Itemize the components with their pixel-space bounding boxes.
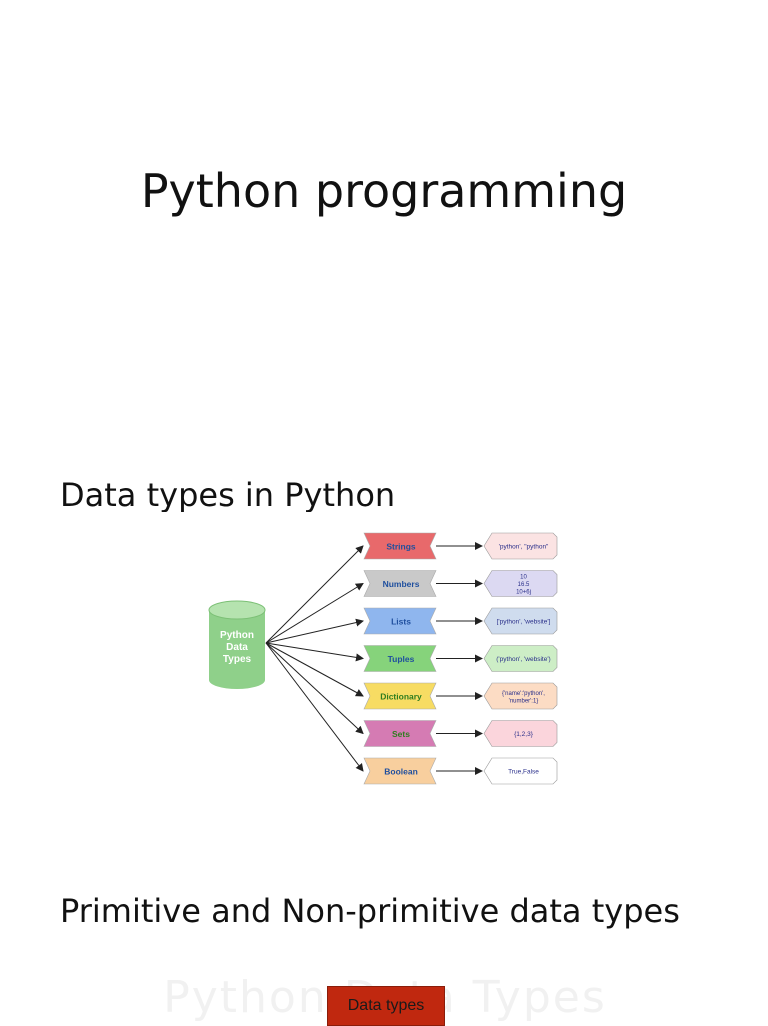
type-label-shape bbox=[363, 607, 437, 635]
root-label-line: Data bbox=[226, 642, 248, 653]
example-text: 'number':1} bbox=[509, 698, 539, 704]
example-text: {'name':'python', bbox=[502, 691, 545, 697]
example-shape bbox=[483, 720, 558, 747]
data-type-tuples: Tuples ('python', 'website') bbox=[265, 642, 558, 672]
type-label-shape bbox=[363, 532, 437, 560]
type-label-shape bbox=[363, 720, 437, 747]
example-text: 10 bbox=[520, 575, 527, 581]
data-type-sets: Sets {1,2,3} bbox=[265, 642, 558, 747]
example-shape bbox=[483, 570, 558, 597]
example-text: {1,2,3} bbox=[514, 731, 534, 738]
data-type-dictionary: Dictionary {'name':'python','number':1} bbox=[265, 642, 558, 710]
example-shape bbox=[483, 682, 558, 710]
example-shape bbox=[483, 532, 558, 560]
primitive-heading: Primitive and Non-primitive data types bbox=[60, 892, 680, 930]
type-label-text: Strings bbox=[386, 542, 416, 552]
type-label-shape bbox=[363, 645, 437, 672]
example-text: 'python', "python" bbox=[499, 544, 549, 551]
type-label-text: Lists bbox=[391, 617, 411, 627]
type-label-text: Boolean bbox=[384, 767, 418, 777]
example-shape bbox=[483, 607, 558, 635]
root-label-line: Python bbox=[220, 630, 254, 641]
example-text: 10+6j bbox=[516, 590, 531, 596]
type-label-text: Numbers bbox=[383, 579, 420, 589]
type-label-shape bbox=[363, 757, 437, 785]
data-types-box: Data types bbox=[327, 986, 445, 1026]
type-label-text: Sets bbox=[392, 729, 410, 739]
slide-title: Python programming bbox=[140, 164, 628, 218]
data-type-boolean: Boolean True,False bbox=[265, 642, 558, 785]
example-text: True,False bbox=[508, 769, 539, 776]
type-label-shape bbox=[363, 682, 437, 710]
example-shape bbox=[483, 757, 558, 785]
data-type-strings: Strings 'python', "python" bbox=[265, 532, 558, 644]
type-label-text: Tuples bbox=[388, 654, 415, 664]
example-shape bbox=[483, 645, 558, 672]
type-label-text: Dictionary bbox=[380, 692, 422, 702]
type-label-shape bbox=[363, 570, 437, 597]
root-label-line: Types bbox=[223, 654, 252, 665]
example-text: 16.5 bbox=[518, 582, 530, 588]
example-text: ['python', 'website'] bbox=[497, 619, 551, 626]
data-type-lists: Lists ['python', 'website'] bbox=[265, 607, 558, 644]
example-text: ('python', 'website') bbox=[496, 656, 550, 663]
data-types-heading: Data types in Python bbox=[60, 476, 396, 512]
